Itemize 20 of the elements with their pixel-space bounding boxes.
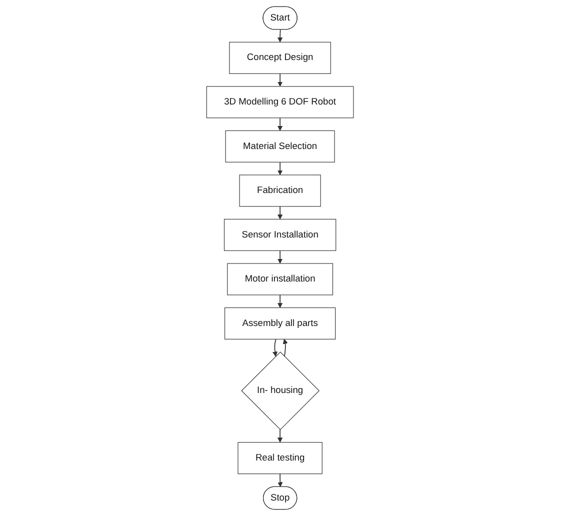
node-box: 3D Modelling 6 DOF Robot [206,86,354,118]
arrow [278,162,284,176]
node-box: Concept Design [230,42,332,74]
node-box: Motor installation [228,263,334,296]
node-box: Sensor Installation [224,218,337,251]
arrow [278,73,284,87]
arrow [278,29,284,42]
node-box: Material Selection [226,130,336,162]
node-box: Real testing [238,442,323,474]
arrow [278,294,284,308]
arrow [278,473,284,488]
node-diamond: In- housing [242,352,320,430]
arrow [278,429,284,443]
arrow [272,338,278,357]
arrow [278,206,284,220]
node-box: Assembly all parts [224,307,336,340]
arrow [278,117,284,131]
arrow [283,338,288,357]
node-box: Fabrication [240,174,322,207]
arrow [278,250,284,264]
